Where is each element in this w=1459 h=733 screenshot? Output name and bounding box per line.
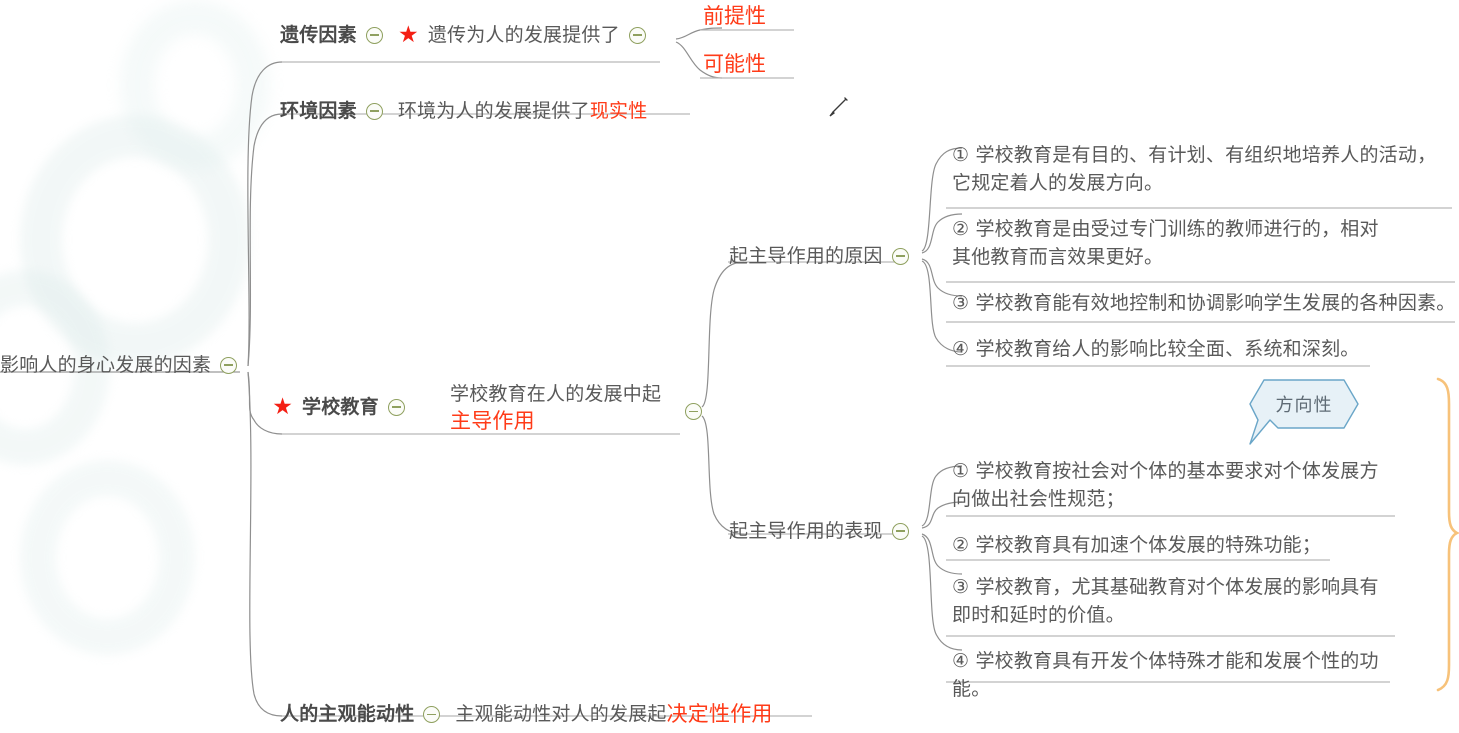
reasons-item-3[interactable]: ③ 学校教育能有效地控制和协调影响学生发展的各种因素。 <box>952 290 1459 318</box>
root-label: 影响人的身心发展的因素 <box>0 354 212 376</box>
manifestations-item-3-text: ③ 学校教育，尤其基础教育对个体发展的影响具有即时和延时的价值。 <box>952 576 1379 626</box>
manifestations-item-2[interactable]: ② 学校教育具有加速个体发展的特殊功能； <box>952 532 1372 560</box>
reasons-collapse-toggle[interactable] <box>891 247 909 265</box>
group-reasons[interactable]: 起主导作用的原因 <box>729 243 909 269</box>
background-watermark <box>20 460 195 655</box>
background-watermark <box>20 115 250 365</box>
manifestations-item-1-text: ① 学校教育按社会对个体的基本要求对个体发展方向做出社会性规范； <box>952 460 1379 510</box>
branch-environment[interactable]: 环境因素 环境为人的发展提供了 现实性 <box>280 98 647 124</box>
reasons-item-4-text: ④ 学校教育给人的影响比较全面、系统和深刻。 <box>952 338 1360 360</box>
background-watermark <box>120 0 270 170</box>
school-education-detail-line1: 学校教育在人的发展中起 <box>450 383 662 405</box>
star-icon: ★ <box>272 393 293 420</box>
node-premise-label: 前提性 <box>703 4 766 28</box>
subjective-initiative-detail-accent: 决定性作用 <box>666 702 773 726</box>
branch-subjective-initiative[interactable]: 人的主观能动性 主观能动性对人的发展起 决定性作用 <box>280 700 773 729</box>
callout-direction-label: 方向性 <box>1275 395 1333 416</box>
branch-subjective-initiative-label: 人的主观能动性 <box>280 703 415 726</box>
branch-heredity[interactable]: 遗传因素 ★ 遗传为人的发展提供了 <box>280 22 646 48</box>
branch-school-education[interactable]: ★ 学校教育 <box>272 394 405 420</box>
environment-detail-prefix: 环境为人的发展提供了 <box>397 100 590 122</box>
group-manifestations[interactable]: 起主导作用的表现 <box>729 518 909 544</box>
subjective-initiative-collapse-toggle[interactable] <box>423 705 441 723</box>
pencil-cursor-icon <box>829 97 848 117</box>
callout-bubble-shape <box>1249 379 1359 445</box>
group-manifestations-label: 起主导作用的表现 <box>729 520 883 542</box>
orange-brace <box>1436 377 1459 692</box>
reasons-item-4[interactable]: ④ 学校教育给人的影响比较全面、系统和深刻。 <box>952 336 1412 364</box>
reasons-item-1[interactable]: ① 学校教育是有目的、有计划、有组织地培养人的活动，它规定着人的发展方向。 <box>952 142 1440 197</box>
node-possibility[interactable]: 可能性 <box>703 48 766 78</box>
heredity-detail: 遗传为人的发展提供了 <box>427 24 620 46</box>
manifestations-item-3[interactable]: ③ 学校教育，尤其基础教育对个体发展的影响具有即时和延时的价值。 <box>952 574 1392 629</box>
reasons-item-2-text: ② 学校教育是由受过专门训练的教师进行的，相对其他教育而言效果更好。 <box>952 218 1379 268</box>
reasons-item-3-text: ③ 学校教育能有效地控制和协调影响学生发展的各种因素。 <box>952 292 1456 314</box>
subjective-initiative-detail-prefix: 主观能动性对人的发展起 <box>455 703 667 726</box>
branch-environment-label: 环境因素 <box>280 100 357 122</box>
manifestations-item-1[interactable]: ① 学校教育按社会对个体的基本要求对个体发展方向做出社会性规范； <box>952 458 1392 513</box>
reasons-item-1-text: ① 学校教育是有目的、有计划、有组织地培养人的活动，它规定着人的发展方向。 <box>952 144 1437 194</box>
heredity-detail-collapse-toggle[interactable] <box>628 26 646 44</box>
node-premise[interactable]: 前提性 <box>703 0 766 30</box>
manifestations-item-4[interactable]: ④ 学校教育具有开发个体特殊才能和发展个性的功能。 <box>952 648 1402 703</box>
environment-collapse-toggle[interactable] <box>365 102 383 120</box>
branch-heredity-label: 遗传因素 <box>280 24 357 46</box>
root-collapse-toggle[interactable] <box>220 356 238 374</box>
school-education-detail-collapse-toggle[interactable] <box>685 403 702 420</box>
school-education-collapse-toggle[interactable] <box>387 398 405 416</box>
branch-school-education-label: 学校教育 <box>302 396 379 418</box>
star-icon: ★ <box>398 21 419 48</box>
environment-detail-accent: 现实性 <box>589 100 648 122</box>
school-education-detail[interactable]: 学校教育在人的发展中起 主导作用 <box>450 381 690 436</box>
manifestations-collapse-toggle[interactable] <box>891 522 909 540</box>
school-education-detail-toggle-wrap[interactable] <box>685 403 702 420</box>
manifestations-item-2-text: ② 学校教育具有加速个体发展的特殊功能； <box>952 534 1322 556</box>
group-reasons-label: 起主导作用的原因 <box>729 245 883 267</box>
callout-direction[interactable]: 方向性 <box>1248 378 1360 445</box>
school-education-detail-accent: 主导作用 <box>450 409 535 434</box>
root-node[interactable]: 影响人的身心发展的因素 <box>0 352 238 378</box>
node-possibility-label: 可能性 <box>703 52 766 76</box>
heredity-collapse-toggle[interactable] <box>365 26 383 44</box>
reasons-item-2[interactable]: ② 学校教育是由受过专门训练的教师进行的，相对其他教育而言效果更好。 <box>952 216 1394 271</box>
manifestations-item-4-text: ④ 学校教育具有开发个体特殊才能和发展个性的功能。 <box>952 650 1379 700</box>
